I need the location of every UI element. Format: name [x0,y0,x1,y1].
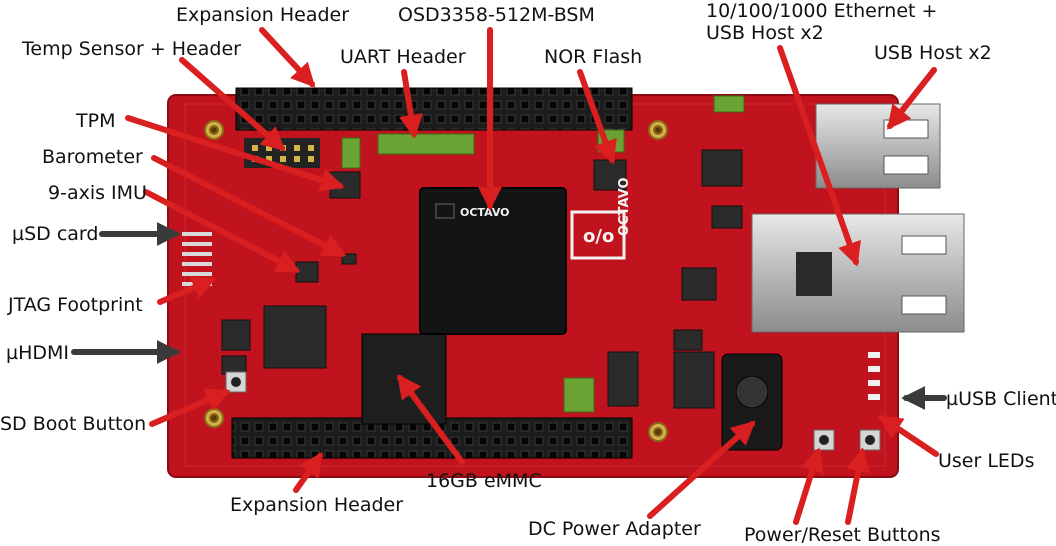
callout-arrows [71,27,947,525]
user-leds [868,352,880,400]
mounting-holes [204,120,668,442]
label-user-leds: User LEDs [938,450,1035,472]
arrow-emmc [397,374,465,465]
logo-glyph-text: o/o [583,226,614,247]
arrow-nor-flash [577,69,617,165]
osd3358-chip: OCTAVO [419,187,567,335]
label-expansion-header-top: Expansion Header [176,4,350,26]
label-jtag: JTAG Footprint [8,294,143,316]
label-dc-power: DC Power Adapter [528,518,701,540]
arrow-user-leds [878,415,939,457]
arrow-power-button [793,447,824,525]
label-nor-flash: NOR Flash [544,46,643,68]
ethernet-jack [751,213,965,333]
arrow-reset-button [845,447,871,525]
octavo-logo: o/o OCTAVO [570,177,632,260]
board-buttons [225,371,881,451]
arrow-ethernet [777,45,861,267]
arrow-temp-sensor [179,57,286,152]
label-uart: UART Header [340,46,466,68]
label-barometer: Barometer [42,146,143,168]
label-ethernet-line2: USB Host x2 [706,22,824,44]
arrow-sd-boot [149,388,231,427]
arrow-tpm [125,115,345,192]
label-ethernet-line1: 10/100/1000 Ethernet + [706,0,938,22]
temp-sensor-header [244,138,320,168]
label-osd: OSD3358-512M-BSM [398,4,595,26]
expansion-header-top [235,87,633,131]
arrow-uart [399,69,423,139]
arrow-expansion-top [259,27,316,88]
arrow-dc-power [647,420,756,519]
label-usd-card: µSD card [12,223,99,245]
label-imu: 9-axis IMU [48,182,147,204]
label-usb-client: µUSB Client [946,388,1056,410]
arrow-usb-host [887,67,937,130]
label-emmc: 16GB eMMC [426,470,542,492]
dc-power-jack [721,353,783,451]
label-power-reset: Power/Reset Buttons [744,524,941,546]
label-uhdmi: µHDMI [6,342,70,364]
label-sd-boot: SD Boot Button [0,413,147,435]
arrow-expansion-bottom [293,452,323,493]
arrow-jtag [157,276,217,305]
label-expansion-header-bottom: Expansion Header [230,494,404,516]
label-tpm: TPM [76,110,116,132]
label-usb-host: USB Host x2 [874,42,992,64]
arrow-barometer [151,155,347,257]
brand-text: OCTAVO [617,177,632,236]
label-temp-sensor: Temp Sensor + Header [22,38,241,60]
arrow-imu [143,189,301,273]
usb-host-ports [815,103,941,189]
chip-brand-text: OCTAVO [460,206,510,219]
